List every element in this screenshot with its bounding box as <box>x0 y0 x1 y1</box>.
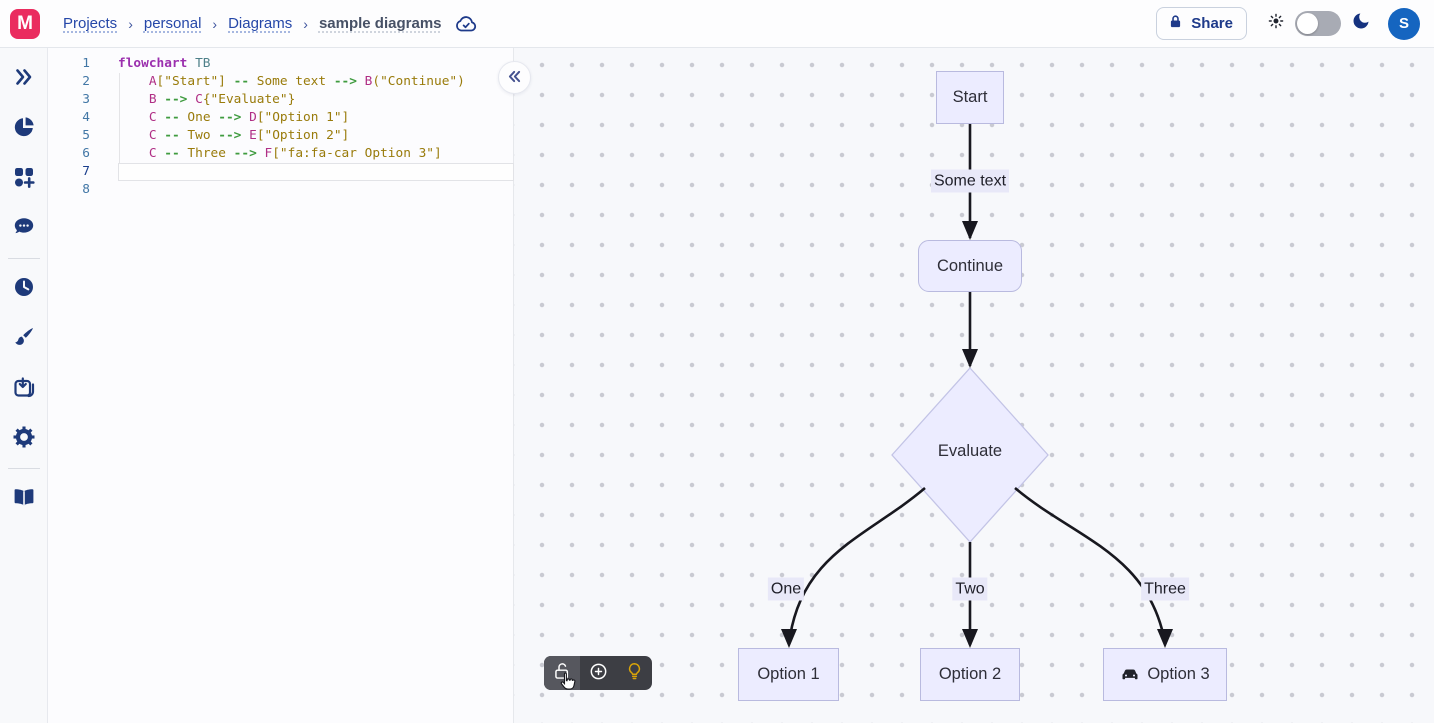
edge-label-two: Two <box>952 577 988 601</box>
sidebar-item-templates[interactable] <box>10 164 38 192</box>
sun-icon <box>1267 12 1285 35</box>
sidebar-item-documentation[interactable] <box>10 484 38 512</box>
node-continue: Continue <box>918 240 1022 292</box>
toggle-knob <box>1297 13 1318 34</box>
cloud-saved-icon <box>454 12 478 36</box>
pan-lock-button[interactable] <box>544 656 580 690</box>
code-line[interactable]: C -- Three --> F["fa:fa-car Option 3"] <box>148 146 442 161</box>
gear-icon <box>12 425 36 452</box>
collapse-editor-button[interactable] <box>498 61 531 94</box>
sidebar-item-diagram-types[interactable] <box>10 114 38 142</box>
breadcrumb-separator: › <box>212 15 218 32</box>
breadcrumb-diagrams[interactable]: Diagrams <box>228 15 293 32</box>
code-line[interactable]: C -- Two --> E["Option 2"] <box>148 128 350 143</box>
sidebar-item-export[interactable] <box>10 374 38 402</box>
sidebar-item-feedback[interactable] <box>10 214 38 242</box>
reset-view-button[interactable] <box>580 656 616 690</box>
expand-sidebar-button[interactable] <box>10 64 38 92</box>
canvas-toolbar <box>544 656 652 690</box>
share-label: Share <box>1191 15 1233 32</box>
mermaid-logo[interactable]: M <box>10 8 40 39</box>
code-line[interactable]: C -- One --> D["Option 1"] <box>148 110 350 125</box>
chevrons-right-icon <box>12 65 36 92</box>
node-option2: Option 2 <box>920 648 1020 701</box>
breadcrumb-projects[interactable]: Projects <box>63 15 118 32</box>
code-line[interactable]: flowchart TB <box>118 56 211 71</box>
clock-icon <box>12 275 36 302</box>
share-button[interactable]: Share <box>1156 7 1247 40</box>
blocks-plus-icon <box>12 165 36 192</box>
header: M Projects › personal › Diagrams › sampl… <box>0 0 1434 48</box>
breadcrumb-separator: › <box>303 15 308 32</box>
edge-label-one: One <box>767 577 805 601</box>
indent-guide <box>119 73 120 163</box>
user-avatar[interactable]: S <box>1388 7 1420 40</box>
chevrons-left-icon <box>506 68 523 88</box>
edge-label-some-text: Some text <box>930 169 1010 193</box>
diagram-canvas[interactable]: Start Continue Evaluate Option 1 Option … <box>514 48 1434 723</box>
code-line[interactable]: A["Start"] -- Some text --> B("Continue"… <box>148 74 465 89</box>
breadcrumb-personal[interactable]: personal <box>143 15 202 32</box>
code-content[interactable]: flowchart TB A["Start"] -- Some text -->… <box>118 48 514 199</box>
lock-icon <box>1167 13 1184 34</box>
moon-icon <box>1351 11 1371 36</box>
sidebar-item-settings[interactable] <box>10 424 38 452</box>
sidebar-item-history[interactable] <box>10 274 38 302</box>
save-download-icon <box>12 375 36 402</box>
breadcrumb-separator: › <box>128 15 133 32</box>
sidebar-item-theme[interactable] <box>10 324 38 352</box>
pie-chart-icon <box>12 115 36 142</box>
dark-mode-toggle[interactable] <box>1295 11 1341 36</box>
sidebar <box>0 48 48 723</box>
node-option3: Option 3 <box>1103 648 1227 701</box>
node-evaluate: Evaluate <box>937 442 1003 460</box>
chat-bubble-icon <box>12 215 36 242</box>
code-line[interactable] <box>118 163 514 181</box>
node-option1: Option 1 <box>738 648 839 701</box>
unlock-icon <box>552 661 573 685</box>
lightbulb-icon <box>624 661 645 685</box>
breadcrumb-current-document: sample diagrams <box>318 15 442 32</box>
plus-circle-icon <box>588 661 609 685</box>
flowchart-edges <box>781 124 1173 648</box>
code-line[interactable] <box>118 181 514 199</box>
car-icon <box>1120 665 1140 685</box>
tips-button[interactable] <box>616 656 652 690</box>
paintbrush-icon <box>12 325 36 352</box>
sidebar-divider <box>7 258 40 259</box>
sidebar-divider <box>7 468 40 469</box>
node-start: Start <box>936 71 1004 124</box>
book-icon <box>12 485 36 512</box>
code-line[interactable]: B --> C{"Evaluate"} <box>148 92 296 107</box>
edge-label-three: Three <box>1141 577 1189 601</box>
breadcrumb: Projects › personal › Diagrams › sample … <box>63 15 442 32</box>
node-option3-label: Option 3 <box>1147 665 1210 683</box>
